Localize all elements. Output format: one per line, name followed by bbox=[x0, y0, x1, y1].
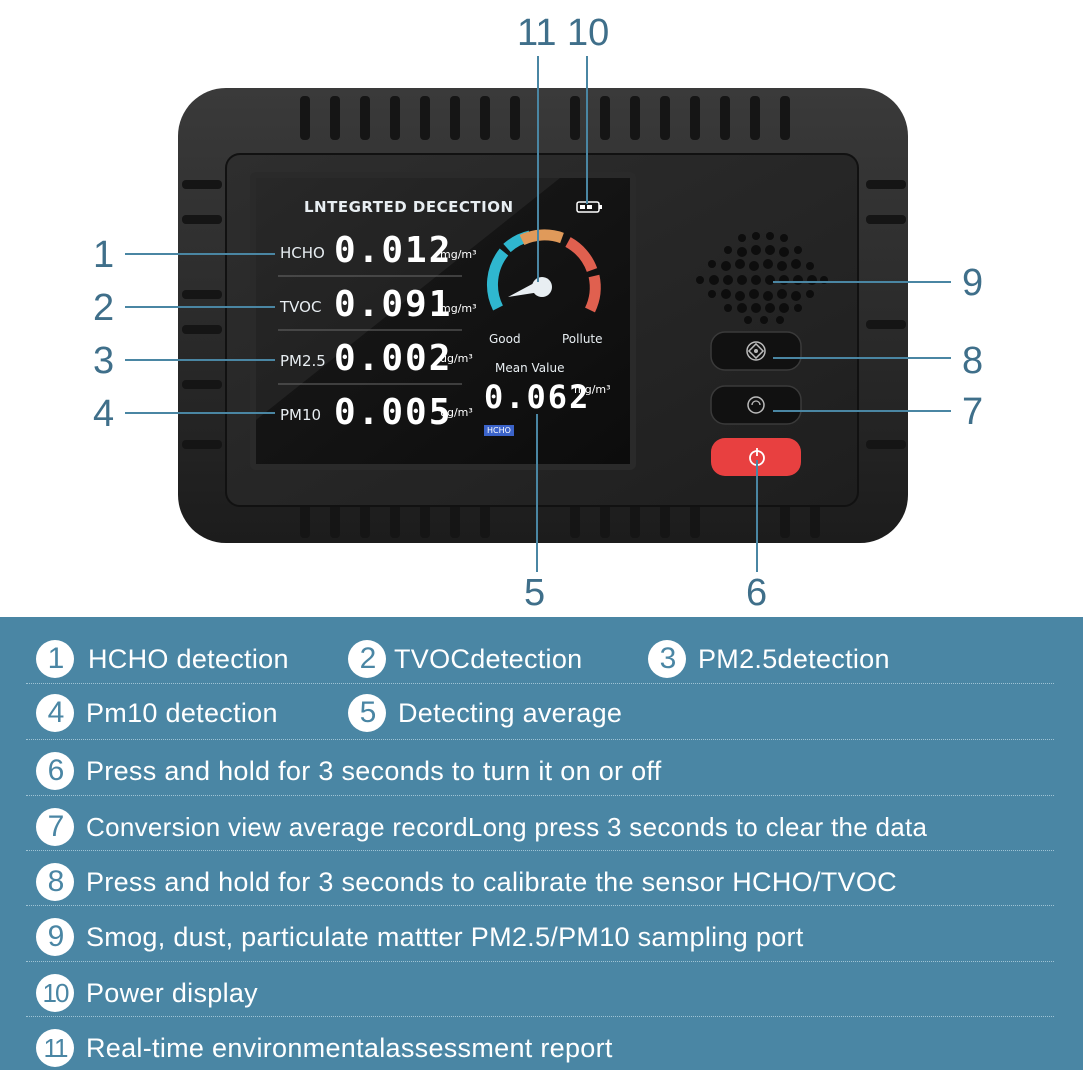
leader-line-5 bbox=[536, 414, 538, 572]
callout-4: 4 bbox=[93, 393, 115, 435]
legend-number-2: 2 bbox=[348, 640, 386, 678]
leader-line-11 bbox=[537, 56, 539, 282]
legend-item-8: 8 Press and hold for 3 seconds to calibr… bbox=[36, 862, 897, 902]
callout-6: 6 bbox=[746, 572, 768, 614]
lcd-screen bbox=[256, 178, 630, 464]
legend-text-3: PM2.5detection bbox=[698, 643, 890, 674]
leader-line-7 bbox=[773, 410, 951, 412]
air-quality-monitor bbox=[178, 88, 908, 543]
leader-line-8 bbox=[773, 357, 951, 359]
product-illustration: LNTEGRTED DECECTION HCHO 0.012 mg/m³ TVO… bbox=[93, 12, 984, 614]
row-divider bbox=[26, 795, 1054, 796]
legend-item-4: 4 Pm10 detection bbox=[36, 693, 278, 733]
legend-number-4: 4 bbox=[36, 694, 74, 732]
reading-value-pm25: 0.002 bbox=[334, 338, 453, 379]
legend-panel: 1 HCHO detection 2 TVOCdetection 3 PM2.5… bbox=[0, 617, 1083, 1070]
leader-line-1 bbox=[125, 253, 275, 255]
callout-7: 7 bbox=[962, 391, 984, 433]
gauge-icon bbox=[486, 229, 601, 313]
callout-2: 2 bbox=[93, 287, 115, 329]
reading-unit-pm25: ug/m³ bbox=[440, 352, 473, 365]
legend-number-5: 5 bbox=[348, 694, 386, 732]
callout-5: 5 bbox=[524, 572, 546, 614]
row-divider bbox=[26, 905, 1054, 906]
calibrate-button-shape bbox=[710, 331, 802, 371]
legend-number-9: 9 bbox=[36, 918, 74, 956]
sampling-port-grille bbox=[696, 232, 828, 324]
legend-text-6: Press and hold for 3 seconds to turn it … bbox=[86, 755, 662, 786]
legend-text-9: Smog, dust, particulate mattter PM2.5/PM… bbox=[86, 921, 804, 952]
legend-item-6: 6 Press and hold for 3 seconds to turn i… bbox=[36, 751, 662, 791]
row-divider bbox=[26, 961, 1054, 962]
legend-item-5: 5 Detecting average bbox=[348, 693, 622, 733]
leader-line-4 bbox=[125, 412, 275, 414]
legend-text-11: Real-time environmentalassessment report bbox=[86, 1032, 613, 1063]
legend-item-10: 10 Power display bbox=[36, 973, 258, 1013]
row-divider bbox=[26, 1016, 1054, 1017]
gauge-good-label: Good bbox=[489, 332, 521, 346]
reading-value-tvoc: 0.091 bbox=[334, 284, 453, 325]
battery-icon bbox=[576, 201, 602, 213]
reading-label-hcho: HCHO bbox=[280, 244, 325, 262]
legend-number-1: 1 bbox=[36, 640, 74, 678]
record-button-shape bbox=[710, 385, 802, 425]
legend-text-2: TVOCdetection bbox=[394, 643, 583, 674]
leader-line-2 bbox=[125, 306, 275, 308]
legend-number-8: 8 bbox=[36, 863, 74, 901]
legend-item-1: 1 HCHO detection bbox=[36, 639, 289, 679]
lcd-separators bbox=[278, 275, 462, 385]
legend-text-7: Conversion view average recordLong press… bbox=[86, 811, 928, 842]
legend-number-10: 10 bbox=[36, 974, 74, 1012]
side-ribs bbox=[182, 180, 906, 449]
mean-value-tag: HCHO bbox=[484, 425, 514, 436]
mean-value-unit: mg/m³ bbox=[574, 383, 611, 396]
reading-value-hcho: 0.012 bbox=[334, 230, 453, 271]
row-divider bbox=[26, 683, 1054, 684]
callout-9: 9 bbox=[962, 262, 984, 304]
reading-unit-tvoc: mg/m³ bbox=[440, 302, 477, 315]
legend-text-4: Pm10 detection bbox=[86, 697, 278, 728]
reading-label-pm25: PM2.5 bbox=[280, 352, 326, 370]
reading-value-pm10: 0.005 bbox=[334, 392, 453, 433]
legend-number-11: 11 bbox=[36, 1029, 74, 1067]
callout-1: 1 bbox=[93, 234, 115, 276]
reading-unit-hcho: mg/m³ bbox=[440, 248, 477, 261]
legend-item-9: 9 Smog, dust, particulate mattter PM2.5/… bbox=[36, 917, 804, 957]
leader-line-10 bbox=[586, 56, 588, 204]
callout-11: 11 bbox=[517, 12, 557, 54]
callout-3: 3 bbox=[93, 340, 115, 382]
legend-item-3: 3 PM2.5detection bbox=[648, 639, 890, 679]
reading-label-pm10: PM10 bbox=[280, 406, 322, 424]
legend-item-11: 11 Real-time environmentalassessment rep… bbox=[36, 1028, 613, 1068]
callout-8: 8 bbox=[962, 340, 984, 382]
legend-text-10: Power display bbox=[86, 977, 258, 1008]
reading-label-tvoc: TVOC bbox=[280, 298, 322, 316]
legend-item-7: 7 Conversion view average recordLong pre… bbox=[36, 807, 927, 847]
callout-10: 10 bbox=[567, 12, 610, 54]
legend-number-3: 3 bbox=[648, 640, 686, 678]
bottom-ribs bbox=[300, 502, 820, 538]
legend-text-1: HCHO detection bbox=[88, 643, 289, 674]
legend-item-2: 2 TVOCdetection bbox=[348, 639, 582, 679]
legend-text-5: Detecting average bbox=[398, 697, 623, 728]
leader-line-6 bbox=[756, 460, 758, 572]
legend-number-6: 6 bbox=[36, 752, 74, 790]
top-ribs bbox=[300, 96, 790, 140]
row-divider bbox=[26, 739, 1054, 740]
legend-number-7: 7 bbox=[36, 808, 74, 846]
screen-glare bbox=[256, 178, 560, 420]
mean-value-label: Mean Value bbox=[495, 361, 565, 375]
reading-unit-pm10: ug/m³ bbox=[440, 406, 473, 419]
leader-line-3 bbox=[125, 359, 275, 361]
row-divider bbox=[26, 850, 1054, 851]
screen-title: LNTEGRTED DECECTION bbox=[304, 198, 514, 216]
legend-text-8: Press and hold for 3 seconds to calibrat… bbox=[86, 866, 897, 897]
gauge-pollute-label: Pollute bbox=[562, 332, 603, 346]
mean-value: 0.062 bbox=[484, 378, 591, 416]
leader-line-9 bbox=[773, 281, 951, 283]
